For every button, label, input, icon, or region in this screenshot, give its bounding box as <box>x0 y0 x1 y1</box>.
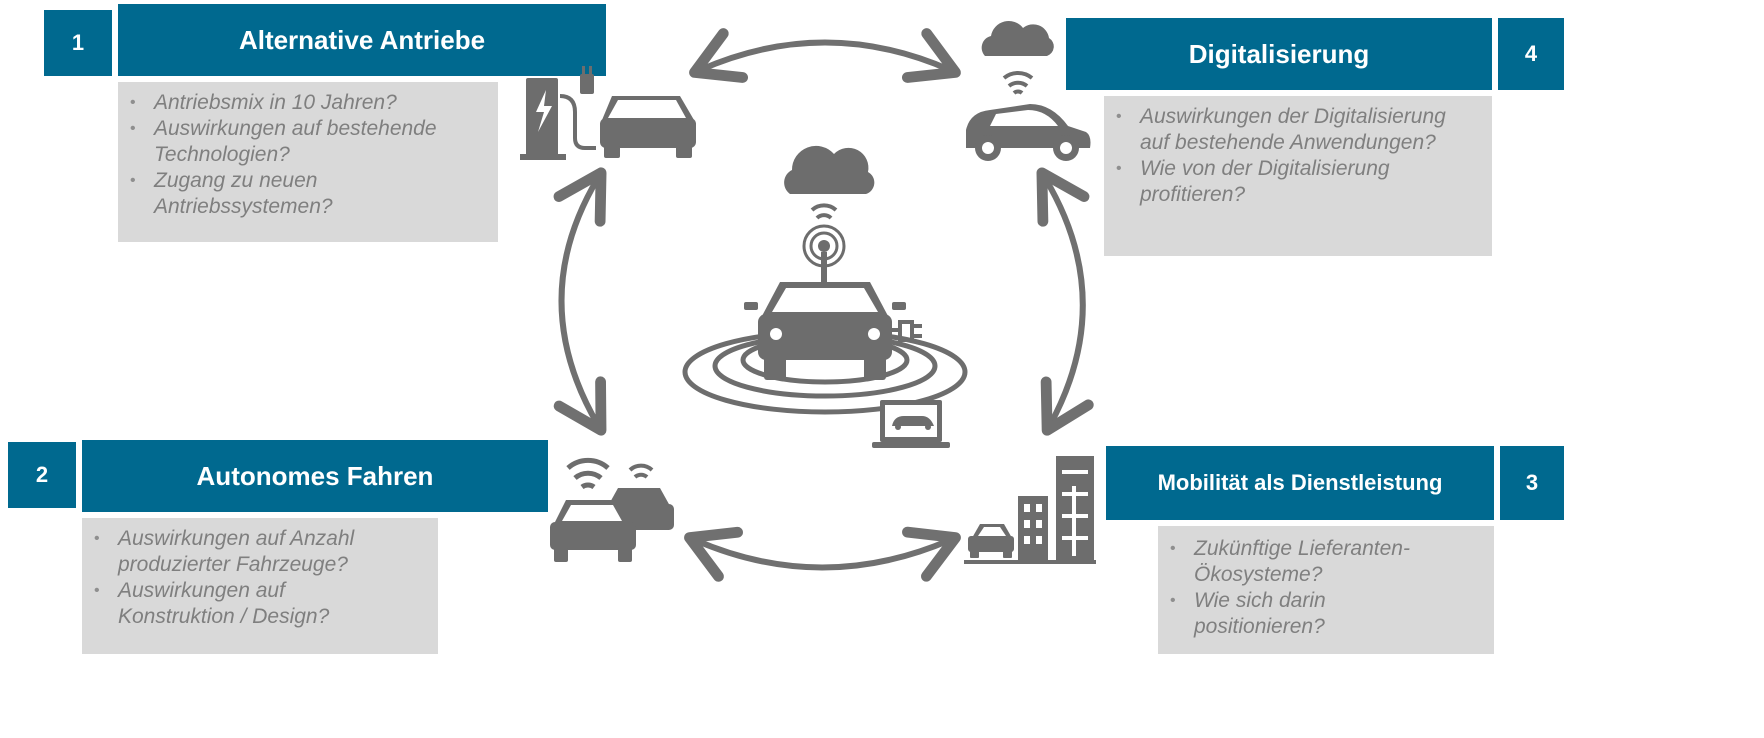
list-item: Wie sich darin positionieren? <box>1158 588 1444 640</box>
laptop-icon <box>872 400 950 448</box>
section-3-number: 3 <box>1500 446 1564 520</box>
list-item: Zukünftige Lieferanten-Ökosysteme? <box>1158 536 1444 588</box>
autonomous-cars-icon <box>550 457 674 562</box>
section-4-number: 4 <box>1498 18 1564 90</box>
section-4-title: Digitalisierung <box>1066 18 1492 90</box>
section-1-number: 1 <box>44 10 112 76</box>
section-3-questions: Zukünftige Lieferanten-Ökosysteme? Wie s… <box>1158 526 1494 654</box>
section-2-number: 2 <box>8 442 76 508</box>
list-item: Auswirkungen auf Anzahl produzierter Fah… <box>82 526 408 578</box>
section-3-title: Mobilität als Dienstleistung <box>1106 446 1494 520</box>
section-2-title: Autonomes Fahren <box>82 440 548 512</box>
arrow-right <box>1036 167 1094 436</box>
city-car-icon <box>964 456 1096 564</box>
cloud-icon <box>784 145 875 194</box>
list-item: Auswirkungen auf bestehende Technologien… <box>118 116 454 168</box>
section-4-questions: Auswirkungen der Digitalisierung auf bes… <box>1104 96 1492 256</box>
section-1-questions: Antriebsmix in 10 Jahren? Auswirkungen a… <box>118 82 498 242</box>
arrow-left <box>553 167 607 436</box>
list-item: Auswirkungen auf Konstruktion / Design? <box>82 578 368 630</box>
list-item: Antriebsmix in 10 Jahren? <box>118 90 454 116</box>
list-item: Wie von der Digitalisierung profitieren? <box>1104 156 1470 208</box>
list-item: Auswirkungen der Digitalisierung auf bes… <box>1104 104 1470 156</box>
section-1-title: Alternative Antriebe <box>118 4 606 76</box>
list-item: Zugang zu neuen Antriebssystemen? <box>118 168 384 220</box>
arrow-bottom <box>684 526 961 582</box>
central-smart-car-icon <box>682 145 968 448</box>
arrow-top <box>689 28 961 83</box>
connected-car-icon <box>966 20 1091 161</box>
charging-station-car-icon <box>520 66 696 160</box>
section-2-questions: Auswirkungen auf Anzahl produzierter Fah… <box>82 518 438 654</box>
